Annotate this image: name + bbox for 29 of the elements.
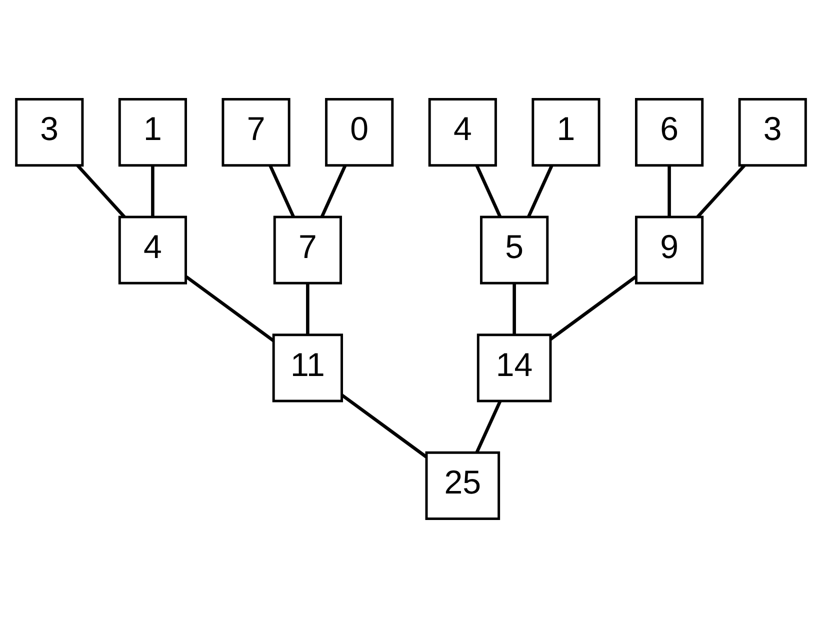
connector — [341, 394, 428, 458]
node-box: 14 — [476, 334, 552, 402]
connector — [526, 164, 554, 218]
node-box: 7 — [273, 216, 342, 284]
node-box: 25 — [425, 451, 500, 520]
connector — [475, 164, 502, 218]
node-box: 11 — [272, 334, 344, 402]
connector — [512, 283, 516, 335]
connector — [668, 165, 671, 218]
connector — [550, 276, 637, 341]
connector — [320, 164, 347, 218]
connector — [306, 283, 310, 335]
node-box: 1 — [532, 98, 600, 167]
node-box: 3 — [738, 98, 807, 167]
connector — [268, 164, 296, 218]
node-box: 4 — [428, 98, 497, 167]
node-box: 1 — [118, 98, 188, 167]
connector — [185, 276, 275, 342]
connector — [696, 164, 746, 218]
node-box: 9 — [635, 216, 704, 284]
connector — [151, 165, 154, 218]
node-box: 5 — [480, 216, 549, 284]
connector — [76, 164, 126, 218]
node-box: 6 — [635, 98, 704, 167]
node-box: 3 — [15, 98, 84, 167]
node-box: 4 — [118, 216, 188, 284]
node-box: 0 — [325, 98, 394, 167]
node-box: 7 — [222, 98, 290, 167]
connector — [475, 400, 502, 454]
